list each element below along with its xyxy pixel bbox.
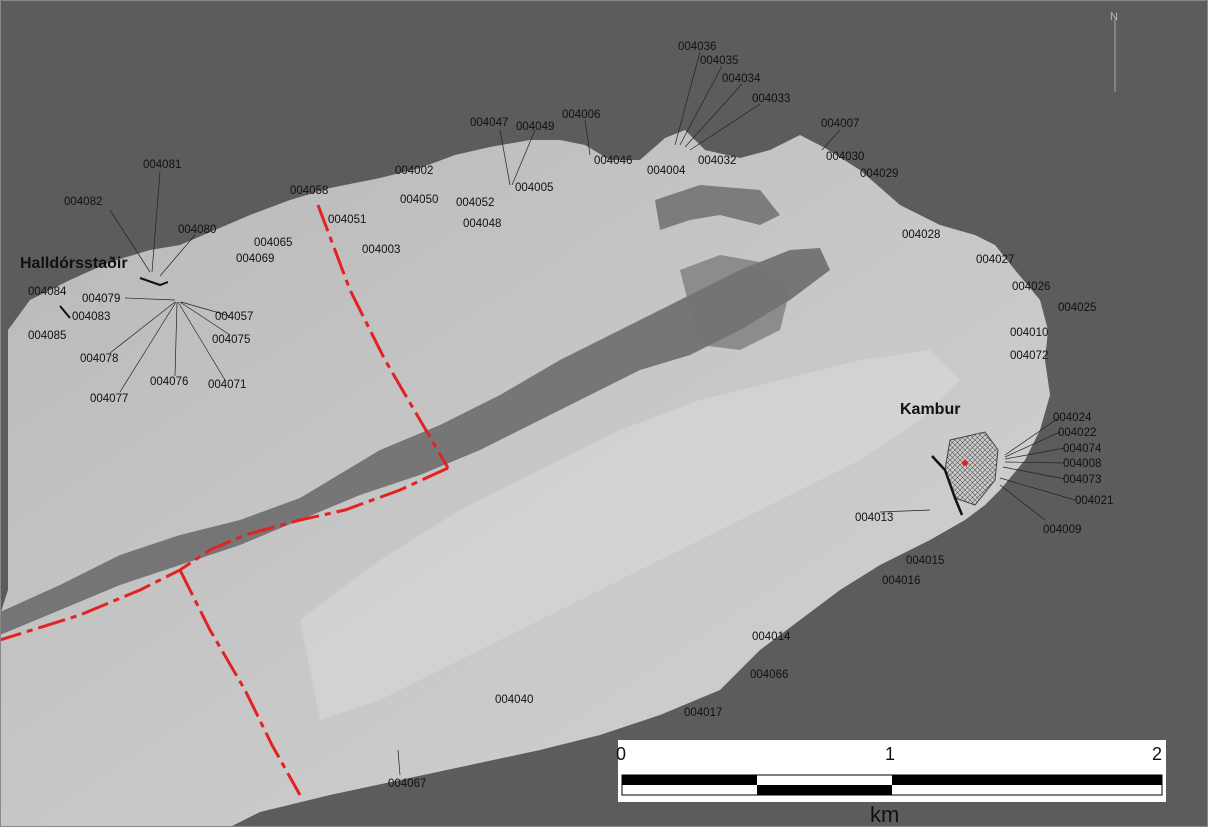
- site-label[interactable]: 004051: [328, 214, 366, 226]
- site-label[interactable]: 004081: [143, 159, 181, 171]
- scale-unit: km: [870, 802, 899, 827]
- valley-shadow: [680, 255, 790, 350]
- site-label[interactable]: 004065: [254, 237, 292, 249]
- scale-tick-1: 1: [885, 744, 895, 764]
- site-label[interactable]: 004076: [150, 376, 188, 388]
- site-label[interactable]: 004083: [72, 311, 110, 323]
- site-label[interactable]: 004032: [698, 155, 736, 167]
- mountain-shadow: [0, 248, 830, 635]
- site-label[interactable]: 004052: [456, 197, 494, 209]
- site-label[interactable]: 004046: [594, 155, 632, 167]
- site-label[interactable]: 004074: [1063, 443, 1102, 455]
- site-label[interactable]: 004048: [463, 218, 501, 230]
- site-label[interactable]: 004033: [752, 93, 790, 105]
- site-label[interactable]: 004058: [290, 185, 328, 197]
- site-label[interactable]: 004009: [1043, 524, 1081, 536]
- site-label[interactable]: 004013: [855, 512, 893, 524]
- scale-tick-2: 2: [1152, 744, 1162, 764]
- site-label[interactable]: 004080: [178, 224, 216, 236]
- site-label[interactable]: 004069: [236, 253, 274, 265]
- site-label[interactable]: 004026: [1012, 281, 1050, 293]
- site-label[interactable]: 004028: [902, 229, 940, 241]
- site-label[interactable]: 004047: [470, 117, 508, 129]
- site-label[interactable]: 004016: [882, 575, 920, 587]
- site-label[interactable]: 004002: [395, 165, 433, 177]
- site-label[interactable]: 004077: [90, 393, 128, 405]
- scale-segment: [757, 785, 892, 795]
- boundary-line-coast: [0, 466, 449, 642]
- kambur-wall: [931, 455, 964, 516]
- site-label[interactable]: 004005: [515, 182, 553, 194]
- place-label-halldorsstadir: Halldórsstaðir: [20, 255, 128, 272]
- site-label[interactable]: 004073: [1063, 474, 1101, 486]
- site-label[interactable]: 004029: [860, 168, 898, 180]
- scale-segment: [622, 775, 757, 785]
- site-label[interactable]: 004015: [906, 555, 944, 567]
- site-label[interactable]: 004066: [750, 669, 788, 681]
- site-label[interactable]: 004030: [826, 151, 864, 163]
- site-label[interactable]: 004040: [495, 694, 533, 706]
- place-label-kambur: Kambur: [900, 401, 960, 418]
- scale-bar: 0 1 2 km: [616, 740, 1166, 827]
- site-label[interactable]: 004035: [700, 55, 738, 67]
- north-arrow: N: [1110, 11, 1118, 92]
- site-label[interactable]: 004072: [1010, 350, 1048, 362]
- upper-slope-highlight: [300, 350, 960, 720]
- site-label[interactable]: 004014: [752, 631, 791, 643]
- site-label[interactable]: 004008: [1063, 458, 1101, 470]
- site-label[interactable]: 004017: [684, 707, 722, 719]
- site-labels: 004081 004082 004080 004084 004079 00408…: [28, 41, 1113, 790]
- site-label[interactable]: 004007: [821, 118, 859, 130]
- site-label[interactable]: 004067: [388, 778, 426, 790]
- site-label[interactable]: 004082: [64, 196, 102, 208]
- kambur-farm-marker: [962, 460, 968, 466]
- ridge-shadow: [655, 185, 780, 230]
- site-label[interactable]: 004010: [1010, 327, 1048, 339]
- site-label[interactable]: 004027: [976, 254, 1014, 266]
- site-label[interactable]: 004050: [400, 194, 438, 206]
- site-label[interactable]: 004036: [678, 41, 716, 53]
- halldorsstadir-wall-west: [59, 305, 71, 319]
- site-label[interactable]: 004071: [208, 379, 246, 391]
- site-label[interactable]: 004075: [212, 334, 250, 346]
- halldorsstadir-wall: [139, 277, 169, 287]
- site-label[interactable]: 004024: [1053, 412, 1092, 424]
- site-label[interactable]: 004049: [516, 121, 554, 133]
- boundary-line-north: [316, 204, 450, 469]
- scale-tick-0: 0: [616, 744, 626, 764]
- scale-segment: [892, 775, 1162, 785]
- site-label[interactable]: 004003: [362, 244, 400, 256]
- site-label[interactable]: 004079: [82, 293, 120, 305]
- site-label[interactable]: 004078: [80, 353, 118, 365]
- site-label[interactable]: 004006: [562, 109, 600, 121]
- leader-lines: [109, 51, 1076, 776]
- site-label[interactable]: 004057: [215, 311, 253, 323]
- site-label[interactable]: 004085: [28, 330, 66, 342]
- site-label[interactable]: 004022: [1058, 427, 1096, 439]
- site-label[interactable]: 004004: [647, 165, 686, 177]
- site-label[interactable]: 004084: [28, 286, 67, 298]
- site-label[interactable]: 004034: [722, 73, 761, 85]
- site-label[interactable]: 004021: [1075, 495, 1113, 507]
- site-label[interactable]: 004025: [1058, 302, 1096, 314]
- north-label: N: [1110, 11, 1118, 23]
